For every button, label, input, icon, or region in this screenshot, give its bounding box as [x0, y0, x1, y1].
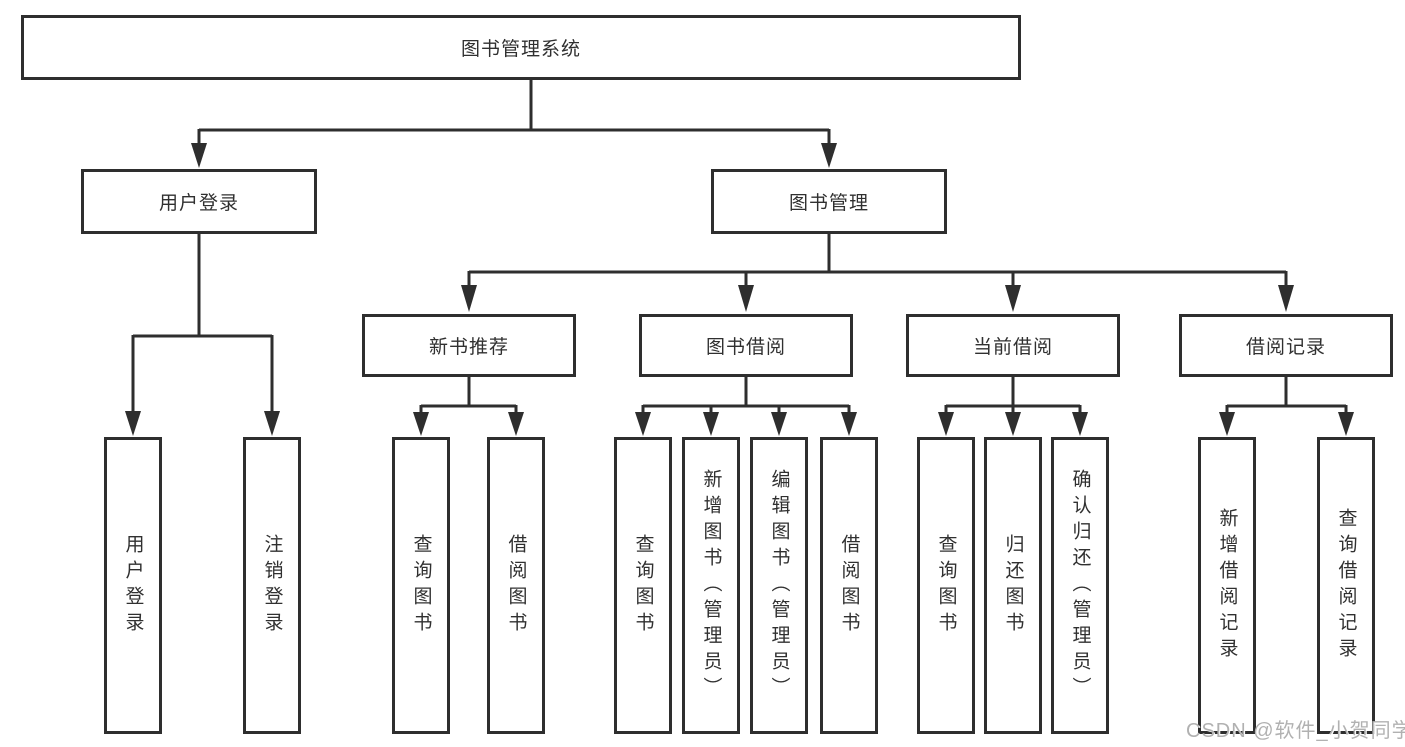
arrowhead-down-icon	[264, 411, 280, 436]
node-label: 用户登录	[158, 193, 239, 214]
arrowhead-down-icon	[1278, 285, 1294, 312]
connector-new-book-recommend-children	[413, 377, 524, 436]
arrowhead-down-icon	[738, 285, 754, 312]
arrowhead-down-icon	[771, 412, 787, 436]
node-label: 用户登录	[122, 533, 144, 638]
arrowhead-down-icon	[1338, 412, 1354, 436]
node-leaf-edit-book-admin: 编辑图书（管理员）	[750, 437, 808, 734]
connector-borrow-records-children	[1219, 377, 1354, 436]
node-leaf-add-borrow-record: 新增借阅记录	[1198, 437, 1256, 734]
arrowhead-down-icon	[938, 412, 954, 436]
node-label: 查询图书	[632, 533, 654, 638]
node-label: 借阅图书	[505, 533, 527, 638]
arrowhead-down-icon	[191, 143, 207, 168]
arrowhead-down-icon	[413, 412, 429, 436]
node-label: 图书管理系统	[460, 39, 581, 60]
arrowhead-down-icon	[821, 143, 837, 168]
arrowhead-down-icon	[125, 411, 141, 436]
node-label: 借阅记录	[1245, 337, 1326, 358]
arrowhead-down-icon	[841, 412, 857, 436]
node-label: 新增图书（管理员）	[700, 468, 722, 703]
node-label: 确认归还（管理员）	[1069, 468, 1091, 703]
node-leaf-search-books-current: 查询图书	[917, 437, 975, 734]
arrowhead-down-icon	[461, 285, 477, 312]
connector-book-borrow-children	[635, 377, 857, 436]
arrowhead-down-icon	[703, 412, 719, 436]
node-leaf-return-book: 归还图书	[984, 437, 1042, 734]
node-leaf-add-book-admin: 新增图书（管理员）	[682, 437, 740, 734]
node-label: 借阅图书	[838, 533, 860, 638]
node-leaf-confirm-return-admin: 确认归还（管理员）	[1051, 437, 1109, 734]
node-leaf-logout: 注销登录	[243, 437, 301, 734]
node-borrow-records: 借阅记录	[1179, 314, 1393, 377]
arrowhead-down-icon	[1072, 412, 1088, 436]
node-label: 当前借阅	[972, 337, 1053, 358]
node-user-login: 用户登录	[81, 169, 317, 234]
node-label: 新书推荐	[428, 337, 509, 358]
node-leaf-borrow-books: 借阅图书	[820, 437, 878, 734]
node-leaf-borrow-books-recommend: 借阅图书	[487, 437, 545, 734]
node-book-borrow: 图书借阅	[639, 314, 853, 377]
arrowhead-down-icon	[635, 412, 651, 436]
node-label: 归还图书	[1002, 533, 1024, 638]
node-label: 新增借阅记录	[1216, 507, 1238, 664]
node-new-book-recommend: 新书推荐	[362, 314, 576, 377]
node-leaf-user-login: 用户登录	[104, 437, 162, 734]
csdn-watermark: CSDN @软件_小贺同学	[1186, 720, 1405, 742]
arrowhead-down-icon	[1005, 412, 1021, 436]
node-label: 查询借阅记录	[1335, 507, 1357, 664]
node-label: 编辑图书（管理员）	[768, 468, 790, 703]
node-current-borrow: 当前借阅	[906, 314, 1120, 377]
connector-book-management-children	[461, 234, 1294, 312]
node-label: 查询图书	[410, 533, 432, 638]
connector-current-borrow-children	[938, 377, 1088, 436]
node-leaf-search-borrow-record: 查询借阅记录	[1317, 437, 1375, 734]
connector-user-login-children	[125, 234, 280, 436]
arrowhead-down-icon	[508, 412, 524, 436]
node-book-management: 图书管理	[711, 169, 947, 234]
node-label: 图书管理	[788, 193, 869, 214]
node-label: 查询图书	[935, 533, 957, 638]
node-label: 注销登录	[261, 533, 283, 638]
node-library-management-system: 图书管理系统	[21, 15, 1021, 80]
node-label: 图书借阅	[705, 337, 786, 358]
connector-root-to-level2	[191, 80, 837, 168]
arrowhead-down-icon	[1219, 412, 1235, 436]
node-leaf-search-books-recommend: 查询图书	[392, 437, 450, 734]
node-leaf-search-books-borrow: 查询图书	[614, 437, 672, 734]
arrowhead-down-icon	[1005, 285, 1021, 312]
